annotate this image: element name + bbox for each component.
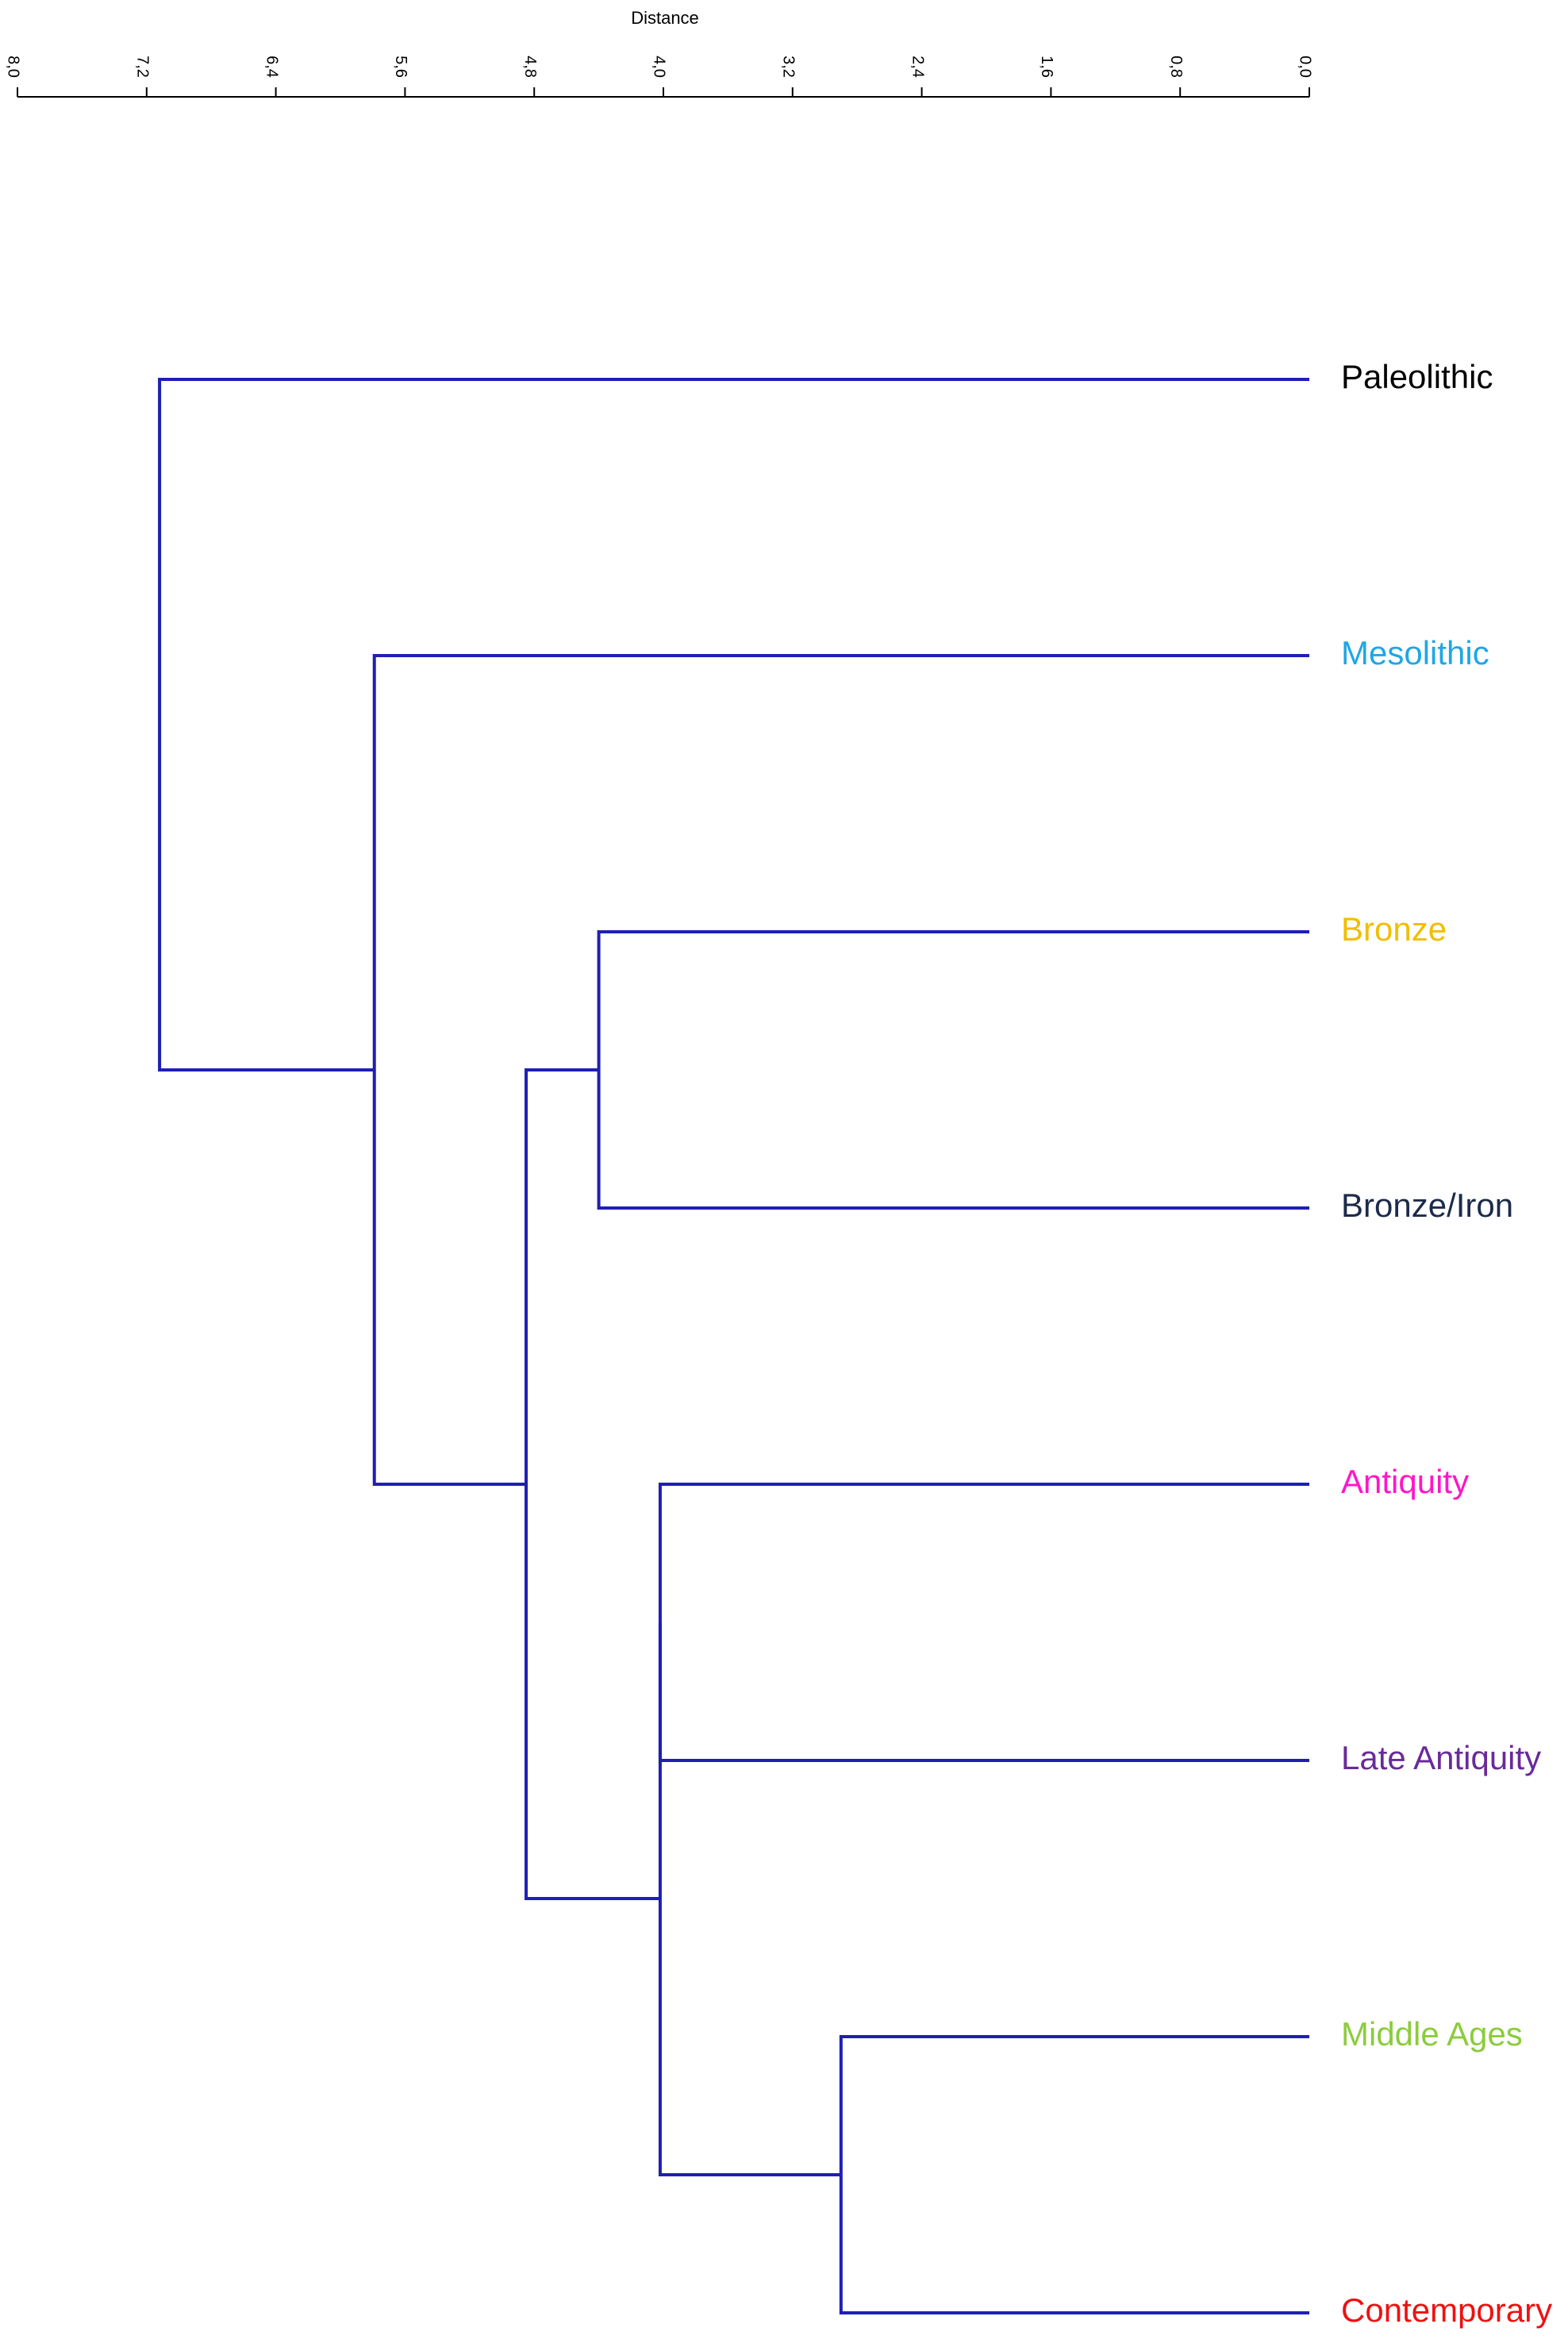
leaf-label: Late Antiquity (1341, 1739, 1541, 1776)
axis-tick-label: 5,6 (392, 56, 409, 78)
axis-tick-label: 3,2 (780, 56, 797, 78)
axis-tick-label: 6,4 (263, 56, 280, 78)
leaf-label: Middle Ages (1341, 2015, 1523, 2053)
axis-tick-label: 8,0 (5, 56, 22, 78)
axis-tick-label: 0,8 (1167, 56, 1185, 78)
leaf-label: Contemporary (1341, 2291, 1552, 2329)
dendrogram-link (158, 378, 1309, 1072)
dendrogram-links (158, 378, 1309, 2314)
leaf-label: Bronze/Iron (1341, 1187, 1513, 1224)
dendrogram-link (658, 1483, 1309, 1762)
axis-tick-label: 4,8 (521, 56, 539, 78)
axis-tick-label: 7,2 (134, 56, 152, 78)
distance-axis: 8,0 7,2 6,4 5,6 4,8 4,0 3,2 2,4 1,6 0,8 0,0 (5, 56, 1314, 98)
dendrogram-link (597, 930, 1309, 1210)
axis-tick-label: 2,4 (909, 56, 926, 78)
leaf-label: Bronze (1341, 910, 1447, 948)
dendrogram-link (372, 654, 1309, 1486)
leaf-label: Antiquity (1341, 1463, 1469, 1500)
dendrogram-link (658, 1622, 841, 2176)
dendrogram-link (525, 1068, 660, 1900)
axis-title: Distance (631, 8, 699, 28)
leaf-label: Mesolithic (1341, 634, 1489, 671)
leaf-label: Paleolithic (1341, 358, 1493, 395)
axis-tick-label: 4,0 (651, 56, 668, 78)
axis-tick-label: 0,0 (1297, 56, 1314, 78)
leaf-labels: PaleolithicMesolithicBronzeBronze/IronAn… (1341, 358, 1552, 2329)
dendrogram-link (839, 2035, 1309, 2314)
axis-tick-label: 1,6 (1038, 56, 1055, 78)
